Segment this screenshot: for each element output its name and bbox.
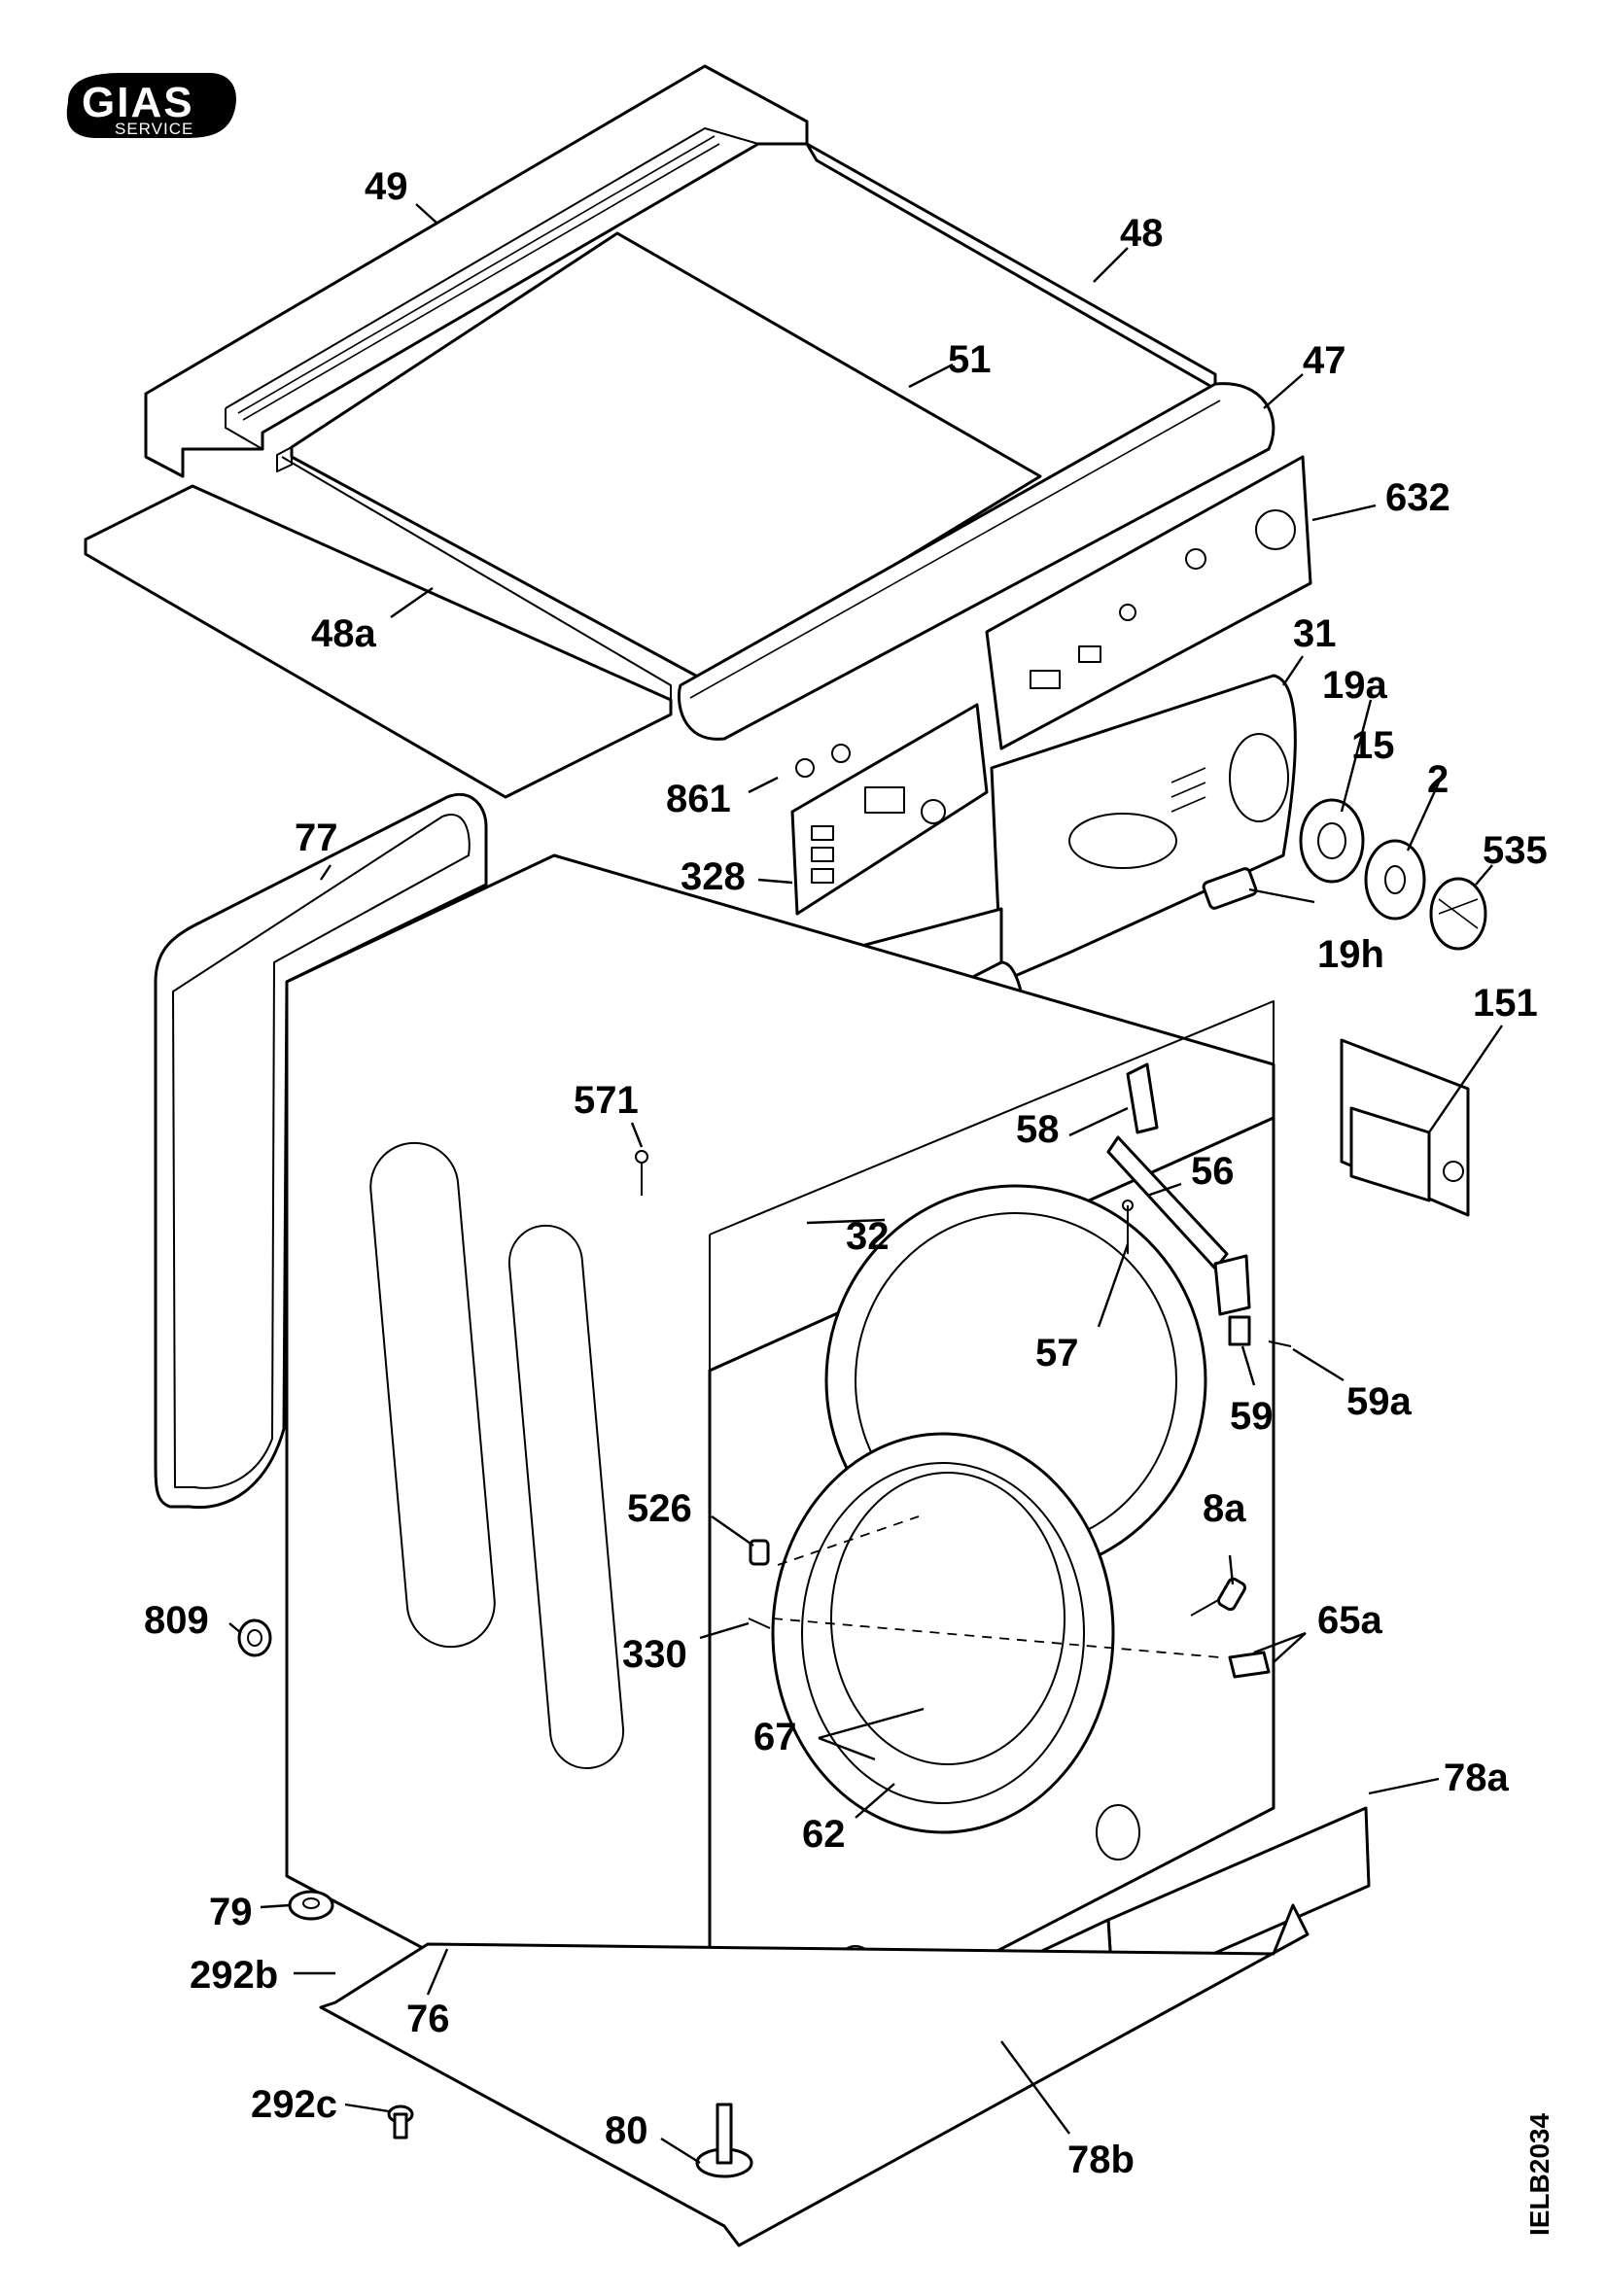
control-bracket [985,455,1312,750]
feet-and-plugs [237,1618,753,2178]
callout-67: 67 [753,1716,797,1758]
callout-632: 632 [1385,476,1450,519]
callout-2: 2 [1427,758,1449,801]
callout-32: 32 [846,1215,890,1258]
callout-292b: 292b [190,1954,278,1997]
base-plate [319,1903,1310,2247]
small-fasteners [635,1150,1271,1679]
callout-15: 15 [1351,724,1395,767]
callout-19a: 19a [1322,664,1387,707]
callout-47: 47 [1303,339,1346,382]
callout-31: 31 [1293,612,1337,655]
leader-lines [228,203,1503,2165]
document-code: IELB2034 [1524,2113,1555,2236]
callout-535: 535 [1483,829,1548,872]
callout-328: 328 [681,855,746,898]
callout-79: 79 [209,1891,253,1933]
callout-809: 809 [144,1599,209,1642]
console-panel [990,674,1297,984]
control-pcb [790,703,989,916]
rear-frame [154,792,488,1510]
callout-49: 49 [365,165,408,208]
callout-48: 48 [1120,212,1164,255]
callout-58: 58 [1016,1108,1060,1151]
callout-861: 861 [666,778,731,820]
logo-brand: GIAS [82,79,194,126]
callout-51: 51 [948,338,992,381]
callout-57: 57 [1035,1332,1079,1374]
door-latch-mechanism [1106,1062,1292,1347]
callout-19h: 19h [1317,933,1384,976]
callout-78b: 78b [1067,2139,1135,2181]
callout-292c: 292c [251,2083,337,2126]
callout-77: 77 [295,817,338,859]
top-cover-frame [144,64,1217,478]
callout-56: 56 [1191,1150,1235,1193]
callout-151: 151 [1473,982,1538,1025]
switch-button [1202,867,1258,910]
worktop-strip [84,456,673,799]
front-top-trim [677,382,1275,741]
callout-571: 571 [574,1079,639,1122]
door-assembly [771,1184,1207,1834]
callout-62: 62 [802,1813,846,1856]
callout-59: 59 [1230,1395,1274,1438]
timer-unit [1340,1038,1470,1217]
callout-80: 80 [605,2109,648,2152]
callout-59a: 59a [1346,1380,1412,1423]
callout-78a: 78a [1444,1757,1509,1799]
gias-service-logo: GIAS SERVICE [66,73,236,138]
callout-labels: 49 48 51 47 632 48a 31 19a 15 2 535 861 … [144,165,1548,2181]
callout-76: 76 [406,1998,450,2040]
knob-assembly [1299,798,1487,951]
callout-330: 330 [622,1633,687,1676]
logo-sub: SERVICE [115,120,193,138]
callout-8a: 8a [1203,1487,1246,1530]
callout-48a: 48a [311,612,376,655]
callout-65a: 65a [1317,1599,1382,1642]
callout-526: 526 [627,1487,692,1530]
